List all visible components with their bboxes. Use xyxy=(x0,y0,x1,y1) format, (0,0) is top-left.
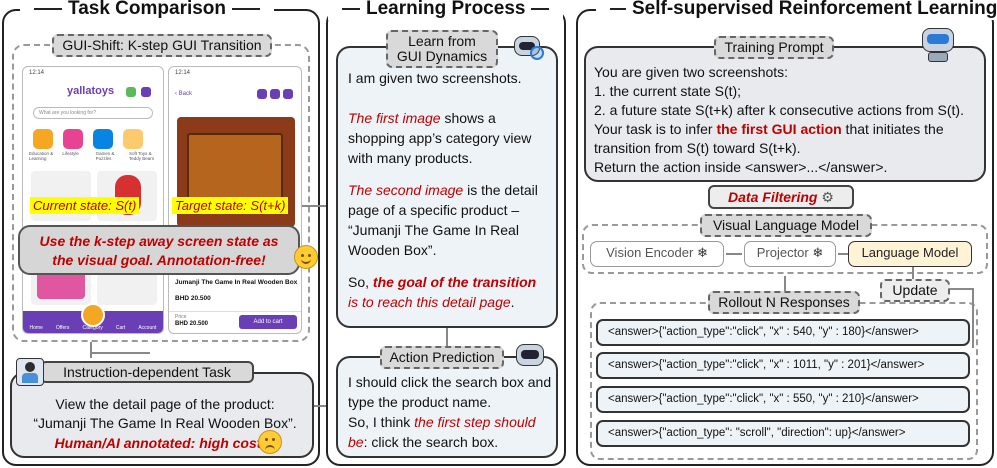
status-bar: 12:14 xyxy=(175,70,191,76)
title-dash xyxy=(34,7,62,10)
bottom-price: BHD 20.500 xyxy=(175,321,209,327)
annotator-icon xyxy=(16,358,44,386)
nav-labels: Home Offers Category Cart Account xyxy=(23,325,163,331)
category-lifestyle[interactable] xyxy=(63,129,83,149)
gear-icon: ⚙ xyxy=(821,189,834,205)
language-model-box: Language Model xyxy=(848,241,972,267)
update-arrow-line xyxy=(972,288,974,348)
nav-account[interactable]: Account xyxy=(138,325,157,331)
category-games[interactable] xyxy=(93,129,113,149)
instruction-line-1: View the detail page of the product: xyxy=(55,396,275,412)
heart-icon[interactable] xyxy=(270,89,280,99)
category-education[interactable] xyxy=(33,129,53,149)
search-input[interactable]: What are you looking for? xyxy=(33,107,153,119)
app-logo: yallatoys xyxy=(67,85,115,97)
robot-search-icon xyxy=(512,30,546,62)
training-prompt-tag: Training Prompt xyxy=(714,36,834,59)
rollout-response: <answer>{"action_type":"click", "x" : 55… xyxy=(596,386,970,413)
data-filtering-box: Data Filtering ⚙ xyxy=(708,185,854,209)
header-icons xyxy=(257,89,293,99)
prompt-line-2: 1. the current state S(t); xyxy=(594,83,742,99)
prompt-line-1: You are given two screenshots: xyxy=(594,64,789,80)
task-comparison-title: Task Comparison xyxy=(20,0,275,20)
connector-line xyxy=(446,328,448,346)
snowflake-icon: ❄ xyxy=(812,245,824,260)
connector-line xyxy=(90,342,92,358)
annotation-cost: Human/AI annotated: high cost xyxy=(54,435,262,451)
price-label: Price xyxy=(175,314,187,320)
learning-process-title: Learning Process xyxy=(328,0,564,20)
title-dash xyxy=(531,7,550,10)
category-soft-toys[interactable] xyxy=(123,129,143,149)
action-text-2: So, I think the first step should be: cl… xyxy=(348,414,536,450)
nav-cart[interactable]: Cart xyxy=(115,325,126,331)
rollout-response: <answer>{"action_type": "scroll", "direc… xyxy=(596,420,970,447)
learn-gui-dynamics-box xyxy=(336,46,558,328)
rl-title: Self-supervised Reinforcement Learning xyxy=(596,0,997,20)
arrow-right xyxy=(726,253,742,255)
robot-icon xyxy=(918,22,958,64)
instruction-line-2: “Jumanji The Game In Real Wooden Box”. xyxy=(33,415,297,431)
rollout-response: <answer>{"action_type":"click", "x" : 10… xyxy=(596,352,970,379)
arrow-right xyxy=(838,253,848,255)
connector-line xyxy=(90,352,150,354)
instruction-tag: Instruction-dependent Task xyxy=(40,361,254,383)
title-dash xyxy=(610,7,626,10)
learn-text-1: I am given two screenshots. xyxy=(348,70,522,86)
current-state-label: Current state: S(t) xyxy=(30,197,140,214)
update-tag: Update xyxy=(880,279,950,302)
title-dash xyxy=(342,7,360,10)
nav-category[interactable]: Category xyxy=(82,325,103,331)
prompt-line-3: 2. a future state S(t+k) after k consecu… xyxy=(594,102,964,118)
notification-icon xyxy=(126,87,136,97)
prompt-line-6: Return the action inside <answer>...</an… xyxy=(594,159,888,175)
cart-icon[interactable] xyxy=(283,89,293,99)
visual-goal-box: Use the k-step away screen state as the … xyxy=(18,225,300,275)
update-arrow-line xyxy=(950,288,974,290)
back-button[interactable]: ‹ Back xyxy=(175,91,193,97)
sad-face-icon xyxy=(258,430,282,454)
bottom-nav: Home Offers Category Cart Account xyxy=(23,303,163,333)
action-prediction-tag: Action Prediction xyxy=(380,346,504,369)
gui-shift-tag: GUI-Shift: K-step GUI Transition xyxy=(52,34,272,57)
bell-icon xyxy=(141,87,151,97)
prompt-line-4: Your task is to infer the first GUI acti… xyxy=(594,121,944,137)
product-price: BHD 20.500 xyxy=(175,295,211,302)
bottom-bar: Price BHD 20.500 Add to cart xyxy=(169,311,301,333)
hugging-face-icon xyxy=(294,245,318,269)
projector-box: Projector ❄ xyxy=(744,241,836,267)
nav-home[interactable]: Home xyxy=(29,325,43,331)
snowflake-icon: ❄ xyxy=(696,245,708,260)
game-board xyxy=(187,133,283,203)
nav-offers[interactable]: Offers xyxy=(55,325,70,331)
rollout-tag: Rollout N Responses xyxy=(708,291,860,314)
add-to-cart-button[interactable]: Add to cart xyxy=(239,315,297,329)
learn-text-2: The first image shows a shopping app’s c… xyxy=(348,110,532,166)
search-icon[interactable] xyxy=(257,89,267,99)
rollout-response: <answer>{"action_type":"click", "x" : 54… xyxy=(596,319,970,346)
product-title: Jumanji The Game In Real Wooden Box xyxy=(175,279,298,286)
vlm-tag: Visual Language Model xyxy=(700,214,872,237)
vision-encoder-box: Vision Encoder ❄ xyxy=(590,241,724,267)
status-bar: 12:14 xyxy=(29,70,45,76)
category-button[interactable] xyxy=(81,303,105,327)
action-text-1: I should click the search box and type t… xyxy=(348,374,552,410)
prompt-line-5: transition from S(t) toward S(t+k). xyxy=(594,140,801,156)
learn-text-3: The second image is the detail page of a… xyxy=(348,182,538,258)
connector-line xyxy=(784,276,786,292)
action-prediction-box xyxy=(336,356,558,458)
target-state-label: Target state: S(t+k) xyxy=(172,197,289,214)
robot-icon xyxy=(514,340,546,370)
update-arrow-up xyxy=(912,267,914,279)
category-labels: Education & Learning Lifestyle Games & P… xyxy=(29,151,154,161)
connector-line xyxy=(302,205,338,207)
title-dash xyxy=(232,7,261,10)
learn-gui-dynamics-tag: Learn from GUI Dynamics xyxy=(386,30,498,68)
